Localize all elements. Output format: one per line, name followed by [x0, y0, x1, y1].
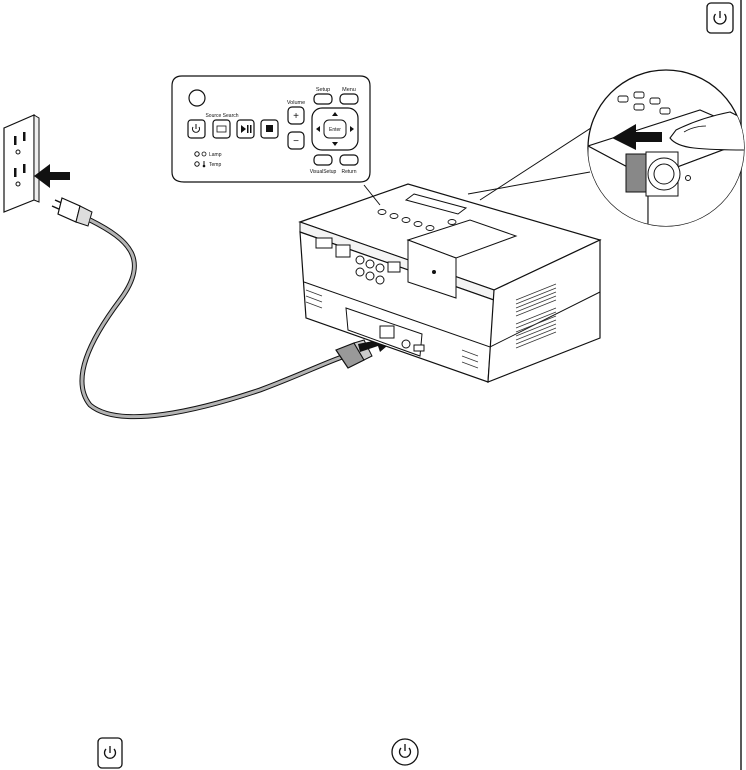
visual-setup-label: VisualSetup — [310, 169, 337, 175]
power-button-icon-bottom — [98, 738, 122, 768]
lamp-indicator — [195, 152, 199, 156]
source-icon — [217, 126, 226, 132]
power-plug — [52, 198, 92, 226]
power-button-icon-top — [707, 3, 733, 33]
menu-label: Menu — [342, 87, 356, 93]
temp-indicator — [195, 162, 199, 166]
minus-label: − — [293, 136, 299, 147]
control-panel-callout: Volume Setup Menu Source Search Enter La… — [172, 76, 370, 182]
power-indicator-icon-bottom — [392, 739, 418, 765]
return-label: Return — [341, 169, 356, 175]
panel-visual-setup-button — [314, 155, 332, 165]
volume-label: Volume — [287, 100, 305, 106]
enter-label: Enter — [329, 127, 341, 133]
panel-menu-button — [340, 94, 358, 104]
source-search-label: Source Search — [205, 113, 238, 119]
setup-label: Setup — [316, 87, 330, 93]
lamp-label: Lamp — [209, 152, 222, 158]
temp-label: Temp — [209, 162, 221, 168]
wall-outlet — [4, 115, 39, 212]
lens-cover-slider — [626, 154, 646, 192]
stop-icon — [266, 125, 273, 132]
plus-label: + — [293, 111, 299, 122]
panel-setup-button — [314, 94, 332, 104]
panel-return-button — [340, 155, 358, 165]
